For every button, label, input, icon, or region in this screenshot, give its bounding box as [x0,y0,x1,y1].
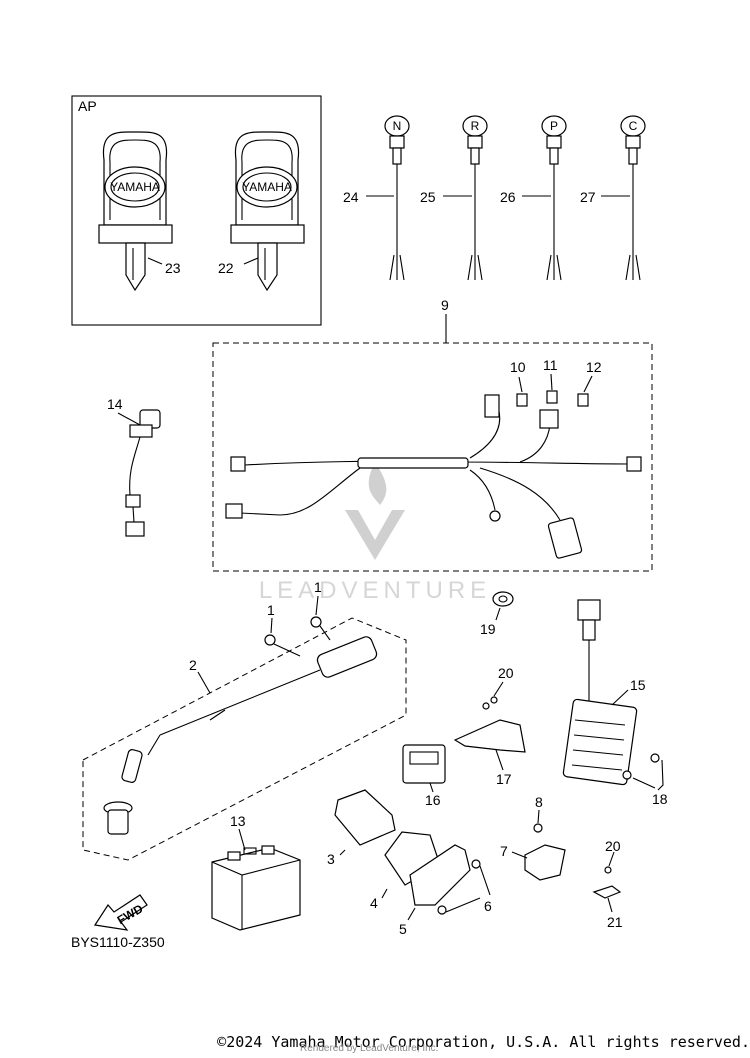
callout-4: 4 [370,895,378,911]
switch-26: P 26 [500,115,567,281]
callout-9: 9 [441,297,449,313]
fwd-arrow-icon: FWD [93,894,148,931]
main-switch-14: 14 [107,396,161,537]
callout-2: 2 [189,657,197,673]
bracket-5: 6 5 [399,844,492,937]
grommet-19: 19 [480,591,514,637]
callout-27: 27 [580,189,596,205]
callout-12: 12 [586,359,602,375]
callout-7: 7 [500,843,508,859]
callout-8: 8 [535,794,543,810]
rendered-by-notice: Rendered by LeadVenture, Inc. [300,1043,439,1054]
wire-harness-group: 9 10 11 12 [212,297,653,572]
callout-26: 26 [500,189,516,205]
switch-26-letter: P [550,119,558,133]
ap-label: AP [78,98,97,114]
callout-23: 23 [165,260,181,276]
callout-3: 3 [327,851,335,867]
callout-25: 25 [420,189,436,205]
switch-25: R 25 [420,115,488,281]
callout-20b: 20 [605,838,621,854]
callout-14: 14 [107,396,123,412]
switch-24: N 24 [343,115,410,281]
bracket-17: 20 17 [453,665,526,787]
callout-15: 15 [630,677,646,693]
watermark-logo: LEADVENTURE [259,462,491,604]
key-22: YAMAHA [230,131,305,292]
callout-10: 10 [510,359,526,375]
relay-16: 16 [402,744,446,808]
callout-17: 17 [496,771,512,787]
watermark-text: LEADVENTURE [259,577,491,604]
sensor-7: 8 7 [500,794,566,881]
rectifier-15: 15 18 [562,599,668,807]
callout-19: 19 [480,621,496,637]
key-23-brand: YAMAHA [110,180,160,194]
switch-24-letter: N [393,119,402,133]
key-22-brand: YAMAHA [242,180,292,194]
callout-20a: 20 [498,665,514,681]
copyright-notice: ©2024 Yamaha Motor Corporation, U.S.A. A… [217,1033,750,1051]
callout-11: 11 [543,357,558,373]
starter-cable-group: 1 1 2 [82,579,407,861]
callout-6: 6 [484,898,492,914]
battery-13: 13 [211,813,301,931]
switch-27-letter: C [629,119,638,133]
callout-5: 5 [399,921,407,937]
ap-key-group: AP YAMAHA YAMAHA 23 22 [71,95,322,326]
callout-22: 22 [218,260,234,276]
switch-27: C 27 [580,115,646,281]
callout-24: 24 [343,189,359,205]
callout-13: 13 [230,813,246,829]
key-23: YAMAHA [98,131,173,292]
ecu-3: 3 [327,789,396,867]
callout-1b: 1 [314,579,322,595]
callout-21: 21 [607,914,623,930]
switch-25-letter: R [471,119,480,133]
clip-21: 20 21 [592,838,623,930]
callout-16: 16 [425,792,441,808]
diagram-code: BYS1110-Z350 [71,934,165,950]
callout-1a: 1 [267,602,275,618]
callout-18: 18 [652,791,668,807]
